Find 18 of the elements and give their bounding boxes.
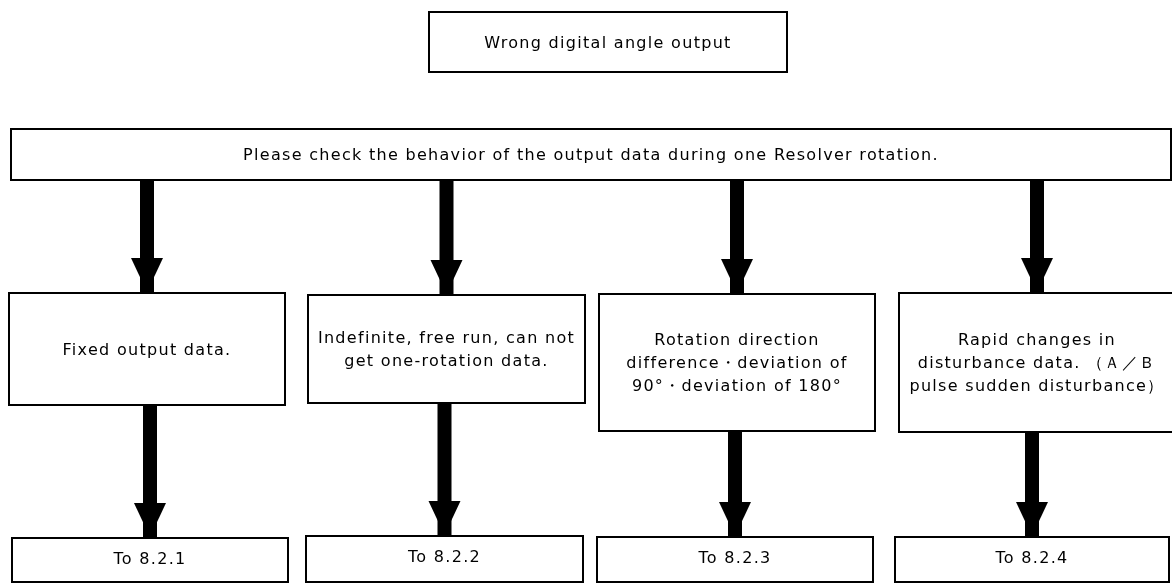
process-box: To 8.2.1 (11, 537, 289, 583)
arrow (721, 181, 753, 293)
arrow (428, 404, 461, 535)
process-box: Rotation direction difference・deviation of 90°・deviation of 180° (598, 293, 876, 432)
arrow (719, 432, 751, 536)
arrow (131, 181, 163, 292)
arrow (134, 406, 166, 537)
process-box: Wrong digital angle output (428, 11, 788, 73)
arrow (1021, 181, 1053, 292)
arrow (1016, 433, 1048, 536)
process-box: Please check the behavior of the output data during one Resolver rotation. (10, 128, 1172, 181)
arrow (430, 181, 463, 294)
process-box: Rapid changes in disturbance data. （Ａ／Ｂ pulse sudden disturbance） (898, 292, 1172, 433)
process-box: To 8.2.4 (894, 536, 1170, 583)
process-box: Fixed output data. (8, 292, 286, 406)
process-box: Indefinite, free run, can not get one-rotation data. (307, 294, 586, 404)
process-box: To 8.2.2 (305, 535, 584, 583)
process-box: To 8.2.3 (596, 536, 874, 583)
